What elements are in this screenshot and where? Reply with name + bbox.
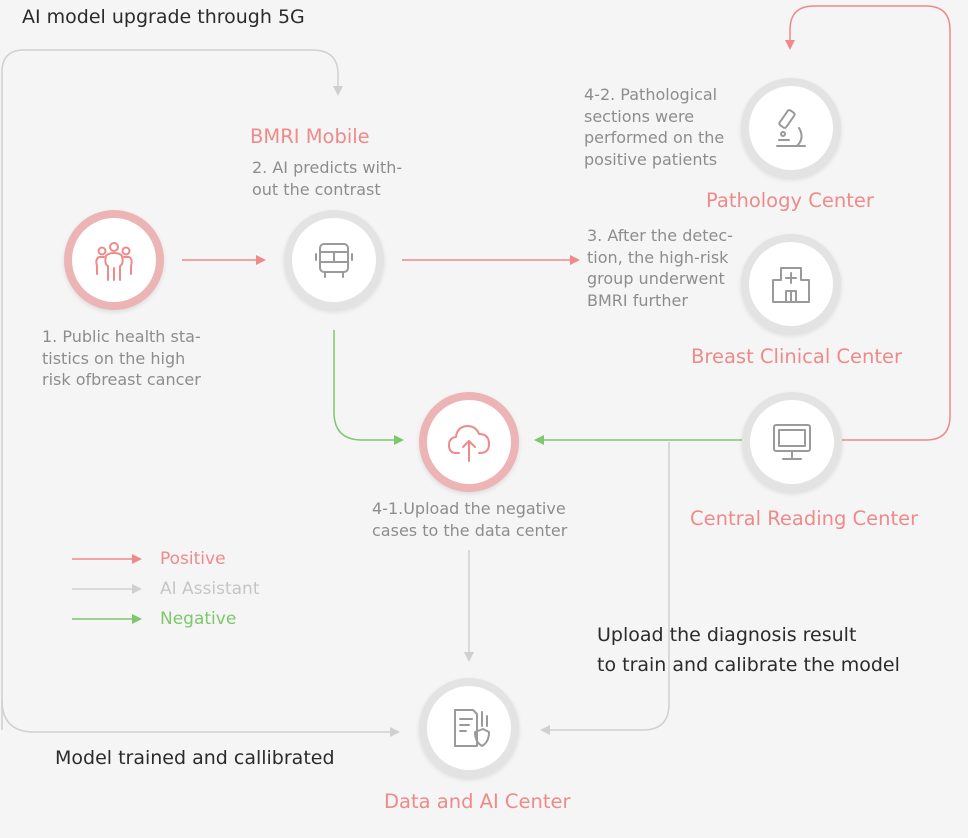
breast-label: 3. After the detec- tion, the high-risk … (587, 226, 733, 310)
upload-label: 4-1.Upload the negative cases to the dat… (372, 499, 568, 540)
central-reading-node (742, 392, 842, 492)
diagnosis-to-datacenter-arrow (540, 442, 670, 735)
page-title: AI model upgrade through 5G (22, 6, 305, 28)
bmri-to-upload-arrow (333, 330, 404, 445)
model-trained-arrow (1, 699, 400, 737)
microscope-icon (776, 109, 806, 147)
model-trained-annotation: Model trained and callibrated (55, 747, 335, 769)
upload-node (419, 392, 519, 492)
bmri-title: BMRI Mobile (250, 125, 370, 148)
pathology-node (741, 78, 841, 178)
report-shield-icon (454, 709, 490, 747)
breast-clinical-node (741, 234, 841, 334)
data-ai-center-title: Data and AI Center (384, 790, 571, 813)
public-health-label: 1. Public health sta- tistics on the hig… (42, 327, 201, 389)
cloud-upload-icon (448, 425, 490, 462)
monitor-icon (773, 424, 811, 460)
people-group-icon (95, 242, 133, 281)
legend-positive-label: Positive (160, 549, 226, 569)
ai-upgrade-loop-arrow (1, 49, 343, 730)
upload-diagnosis-annotation: Upload the diagnosis result to train and… (597, 624, 900, 676)
hospital-icon (772, 267, 810, 303)
central-reading-title: Central Reading Center (690, 507, 919, 530)
pathology-label: 4-2. Pathological sections were performe… (584, 85, 725, 169)
bus-icon (315, 243, 353, 278)
data-ai-center-node (419, 678, 519, 778)
legend-ai-label: AI Assistant (160, 579, 260, 599)
legend-negative-label: Negative (160, 609, 237, 629)
reading-to-pathology-arrow (785, 5, 951, 441)
bmri-label: 2. AI predicts with- out the contrast (252, 158, 403, 199)
breast-title: Breast Clinical Center (691, 345, 903, 368)
pathology-title: Pathology Center (706, 189, 874, 212)
bmri-mobile-node (284, 210, 384, 310)
public-health-node (64, 210, 164, 310)
